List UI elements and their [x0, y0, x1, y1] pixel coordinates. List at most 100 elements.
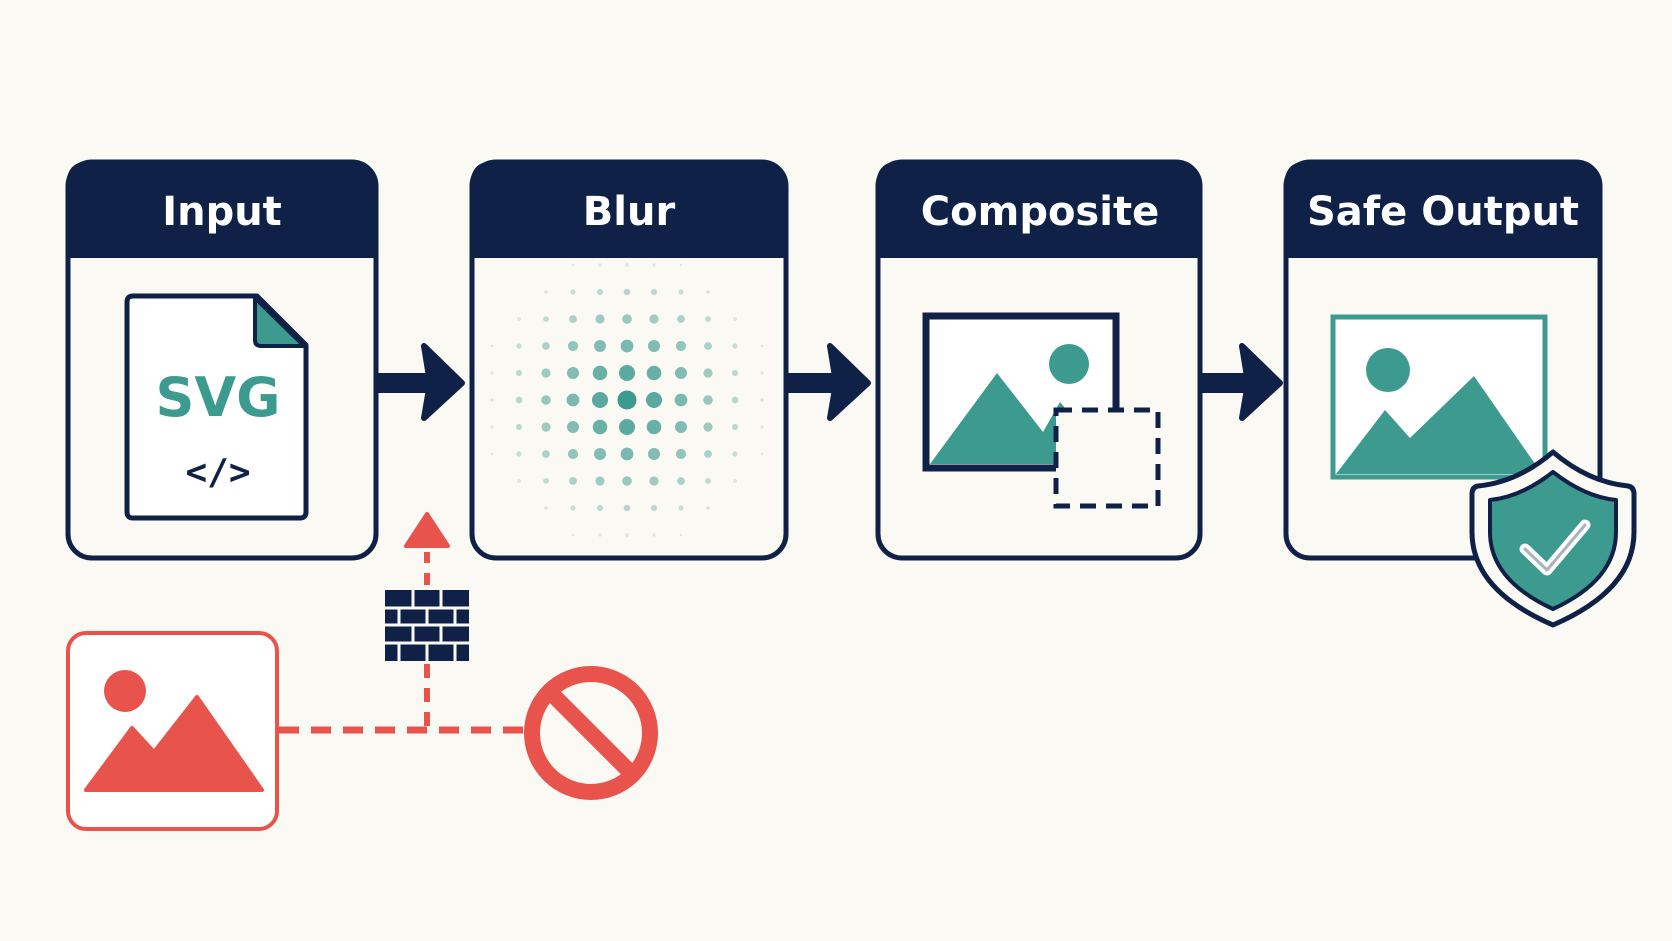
blur-dot [760, 425, 764, 429]
blur-dot [622, 476, 632, 486]
blur-dot [652, 263, 656, 267]
blur-dot [732, 343, 738, 349]
blur-dot [677, 315, 685, 323]
blur-dot [704, 342, 712, 350]
blur-dot [649, 314, 659, 324]
blur-dot [623, 288, 631, 296]
blur-dot [543, 478, 549, 484]
blur-dot [731, 396, 739, 404]
stage-card-composite: Composite [875, 159, 1203, 561]
blur-dot [703, 395, 713, 405]
blur-dot [623, 504, 631, 512]
blur-dot [598, 533, 602, 537]
blocked-request-path [279, 512, 525, 734]
flow-arrow-input-to-blur [378, 343, 465, 421]
blur-dot [675, 421, 687, 433]
blur-dot [541, 422, 551, 432]
stage-title: Blur [583, 189, 676, 235]
blur-dot [760, 344, 764, 348]
blur-dot [677, 477, 685, 485]
svg-file-icon: SVG </> [124, 293, 309, 521]
blur-dot [620, 339, 634, 353]
blur-dot [490, 371, 494, 375]
blur-dot [592, 419, 608, 435]
blur-dot [703, 368, 713, 378]
stage-title: Safe Output [1307, 189, 1579, 235]
shield-check-icon [1469, 449, 1637, 628]
blur-dot [490, 344, 494, 348]
blur-dot [704, 450, 712, 458]
blur-dot [675, 367, 687, 379]
blur-dot [625, 263, 629, 267]
blur-dot [515, 423, 523, 431]
blocked-arrow-head [404, 512, 450, 548]
blur-dot [570, 505, 576, 511]
blur-dot [567, 340, 579, 352]
blur-dot [515, 396, 523, 404]
blur-dot [650, 504, 658, 512]
blur-dot [760, 398, 764, 402]
blur-dot [490, 398, 494, 402]
blur-dot [648, 448, 660, 460]
blur-dot [542, 342, 550, 350]
blur-dot [705, 316, 711, 322]
blur-dot [650, 288, 658, 296]
blur-dot [619, 365, 635, 381]
blur-dot [646, 365, 662, 381]
blur-dot [544, 506, 548, 510]
blur-dot [490, 452, 494, 456]
blur-dot [679, 263, 683, 267]
blur-dot [567, 421, 579, 433]
blur-dot [516, 451, 522, 457]
stage-card-input: Input [65, 159, 379, 561]
blur-dot [675, 340, 687, 352]
blur-dot [619, 419, 635, 435]
stage-card-safe-output: Safe Output [1283, 159, 1603, 561]
blur-dot [595, 314, 605, 324]
blur-dot [648, 340, 660, 352]
blur-dot [731, 423, 739, 431]
blur-dot [517, 479, 521, 483]
blur-dot [617, 390, 637, 410]
firewall-icon [385, 590, 469, 661]
blur-dot [544, 290, 548, 294]
blur-dot [569, 315, 577, 323]
stage-title: Composite [921, 189, 1159, 235]
blur-dot [596, 504, 604, 512]
code-brackets-label: </> [185, 452, 250, 493]
blur-dot [733, 479, 737, 483]
flow-arrow-blur-to-composite [788, 343, 871, 421]
blur-dot [731, 369, 739, 377]
safe-image-icon [1330, 314, 1548, 480]
blur-dot [732, 451, 738, 457]
blur-dots-icon [490, 263, 764, 537]
blur-dot [490, 425, 494, 429]
blur-dot [678, 289, 684, 295]
blur-dot [760, 452, 764, 456]
blur-dot [706, 290, 710, 294]
blur-dot [541, 395, 551, 405]
blur-dot [703, 422, 713, 432]
blur-dot [620, 447, 634, 461]
blur-dot [571, 263, 575, 267]
svg-file-label: SVG [155, 366, 280, 429]
blur-dot [515, 369, 523, 377]
blur-dot [516, 343, 522, 349]
blur-dot [625, 533, 629, 537]
blur-dot [596, 288, 604, 296]
blur-dot [594, 340, 606, 352]
blur-dot [646, 392, 662, 408]
blur-dot [674, 393, 688, 407]
blur-dot [570, 289, 576, 295]
blur-dot [567, 367, 579, 379]
flow-arrow-composite-to-safe-output [1202, 343, 1283, 421]
blur-dot [595, 476, 605, 486]
blur-dot [646, 419, 662, 435]
blur-dot [517, 317, 521, 321]
blur-dot [705, 478, 711, 484]
blur-dot [678, 505, 684, 511]
stage-card-blur: Blur [469, 159, 789, 561]
blur-dot [567, 448, 579, 460]
blur-dot [649, 476, 659, 486]
